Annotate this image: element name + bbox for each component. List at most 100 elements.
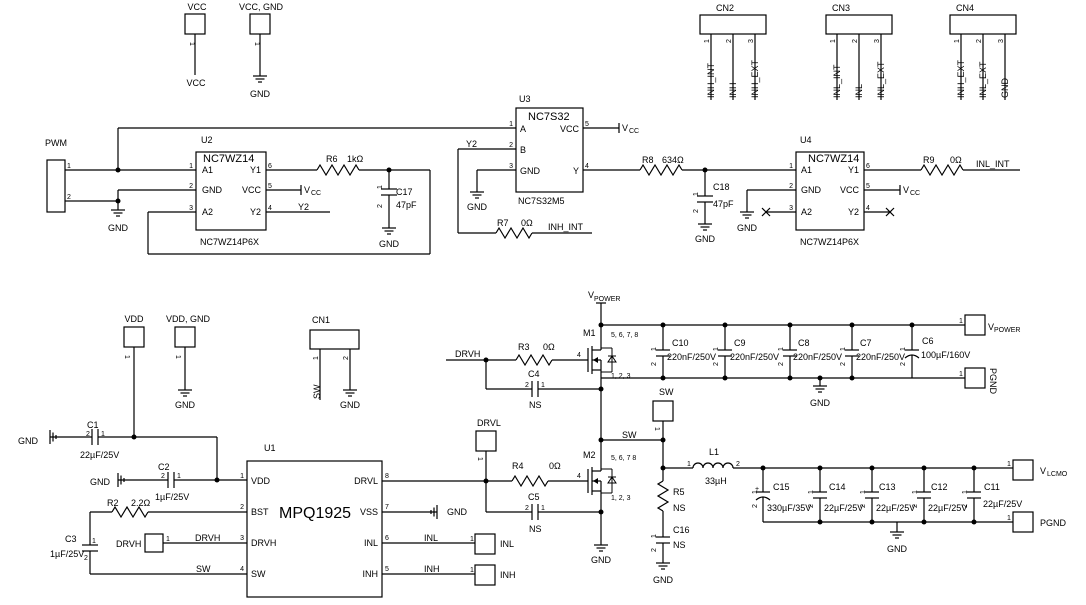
- connector-ref: CN1: [312, 315, 330, 325]
- net-label-inh: INH: [424, 564, 440, 574]
- svg-text:CC: CC: [311, 190, 321, 197]
- connector-vcc: VCC 1 VCC: [184, 2, 207, 88]
- connector-label: PWM: [45, 138, 67, 148]
- svg-text:INH: INH: [363, 569, 379, 579]
- svg-text:1: 1: [189, 163, 193, 170]
- net-label-gnd: GND: [108, 223, 129, 233]
- svg-text:2: 2: [840, 362, 847, 366]
- svg-text:VDD: VDD: [251, 476, 271, 486]
- svg-text:2: 2: [509, 142, 513, 149]
- capacitor-c2: GND C2 2 1 1µF/25V: [90, 462, 247, 502]
- svg-text:2: 2: [736, 461, 740, 468]
- resistor-r7: R7 0Ω INH_INT: [495, 218, 592, 240]
- svg-text:INL: INL: [500, 539, 514, 549]
- svg-text:2: 2: [240, 504, 244, 511]
- svg-text:1: 1: [166, 536, 170, 543]
- svg-text:1: 1: [101, 431, 105, 438]
- svg-text:1, 2, 3: 1, 2, 3: [611, 373, 631, 380]
- ic-u2: U2 NC7WZ14 A1 GND A2 1 2 3 Y1 VCC Y2 6 5…: [189, 135, 272, 247]
- net-label-vcc: V: [304, 185, 310, 195]
- net-label-inl: INL: [424, 533, 438, 543]
- svg-text:Y1: Y1: [250, 165, 261, 175]
- svg-text:1: 1: [470, 567, 474, 574]
- net-label: INH: [728, 83, 738, 99]
- capacitor-c17: C17 47pF 1 2 GND: [377, 170, 417, 249]
- svg-text:1, 2, 3: 1, 2, 3: [611, 495, 631, 502]
- svg-text:3: 3: [998, 39, 1005, 43]
- svg-text:C6: C6: [922, 336, 934, 346]
- svg-text:C4: C4: [528, 369, 540, 379]
- svg-text:2: 2: [752, 504, 759, 508]
- svg-text:1: 1: [67, 163, 71, 170]
- svg-text:1: 1: [653, 427, 660, 431]
- ic-ref: U2: [201, 135, 213, 145]
- svg-text:5: 5: [268, 183, 272, 190]
- svg-text:C7: C7: [860, 338, 872, 348]
- capacitor-c13: C13 22µF/25V 1 2: [860, 465, 915, 525]
- capacitor-c5: C5 2 1 NS: [485, 481, 604, 534]
- svg-text:3: 3: [789, 205, 793, 212]
- svg-text:2.2Ω: 2.2Ω: [131, 498, 151, 508]
- capacitor-c4: C4 2 1 NS: [485, 360, 601, 410]
- svg-text:220nF/250V: 220nF/250V: [667, 352, 716, 362]
- svg-text:0Ω: 0Ω: [521, 218, 533, 228]
- svg-text:1: 1: [687, 461, 691, 468]
- svg-text:INH: INH: [500, 570, 516, 580]
- svg-text:GND: GND: [520, 166, 541, 176]
- svg-text:1: 1: [954, 39, 961, 43]
- svg-text:2: 2: [778, 362, 785, 366]
- svg-text:47pF: 47pF: [396, 200, 417, 210]
- net-label-inh-int: INH_INT: [548, 222, 584, 232]
- svg-text:A2: A2: [801, 207, 812, 217]
- svg-text:1: 1: [651, 347, 658, 351]
- svg-text:47pF: 47pF: [713, 199, 734, 209]
- svg-text:2: 2: [525, 382, 529, 389]
- svg-text:0Ω: 0Ω: [543, 342, 555, 352]
- svg-text:C3: C3: [65, 534, 77, 544]
- ic-ref: U1: [264, 443, 276, 453]
- svg-text:A: A: [520, 124, 526, 134]
- svg-text:C10: C10: [672, 338, 689, 348]
- svg-text:2: 2: [912, 504, 919, 508]
- svg-text:22µF/25V: 22µF/25V: [824, 503, 863, 513]
- svg-text:22µF/25V: 22µF/25V: [983, 499, 1022, 509]
- svg-text:1: 1: [962, 490, 969, 494]
- svg-text:2: 2: [852, 39, 859, 43]
- svg-text:C18: C18: [713, 182, 730, 192]
- svg-text:INL: INL: [364, 538, 378, 548]
- svg-text:VSS: VSS: [360, 507, 378, 517]
- connector-title: VCC: [187, 2, 207, 12]
- capacitor-c14: C14 22µF/25V 1 2: [808, 465, 863, 525]
- svg-text:R5: R5: [673, 487, 685, 497]
- connector-pgnd-top: 1 PGND: [959, 367, 998, 395]
- svg-text:1: 1: [313, 356, 320, 360]
- svg-text:2: 2: [962, 504, 969, 508]
- svg-text:DRVH: DRVH: [251, 538, 276, 548]
- svg-text:VCC: VCC: [840, 185, 860, 195]
- resistor-r8: R8 634Ω: [583, 155, 796, 177]
- svg-text:2: 2: [860, 504, 867, 508]
- svg-text:3: 3: [509, 163, 513, 170]
- net-label: INH_EXT: [750, 59, 760, 98]
- ic-part: NC7WZ14: [808, 153, 859, 165]
- net-label-gnd: GND: [379, 239, 400, 249]
- svg-text:4: 4: [866, 205, 870, 212]
- svg-text:A2: A2: [202, 207, 213, 217]
- capacitor-c10: C10 220nF/250V 1 2: [651, 322, 716, 381]
- svg-text:2: 2: [377, 204, 384, 208]
- svg-text:VCC: VCC: [560, 124, 580, 134]
- ic-ref: U3: [519, 94, 531, 104]
- svg-text:4: 4: [577, 473, 581, 480]
- resistor-r3: R3 0Ω 4: [515, 342, 588, 367]
- capacitor-c6: C6 100µF/160V 1 2: [900, 322, 970, 378]
- net-label: INH_INT: [706, 62, 716, 98]
- svg-text:5: 5: [385, 566, 389, 573]
- capacitor-c12: C12 22µF/25V 1 2: [912, 465, 967, 525]
- svg-text:R8: R8: [642, 155, 654, 165]
- svg-text:4: 4: [240, 566, 244, 573]
- connector-cn3: CN3 1 2 3 INL_INT INL INL_EXT: [825, 3, 893, 100]
- resistor-r9: R9 0Ω INL_INT: [864, 155, 1020, 177]
- svg-text:1: 1: [174, 355, 181, 359]
- net-label: INH_EXT: [956, 59, 966, 98]
